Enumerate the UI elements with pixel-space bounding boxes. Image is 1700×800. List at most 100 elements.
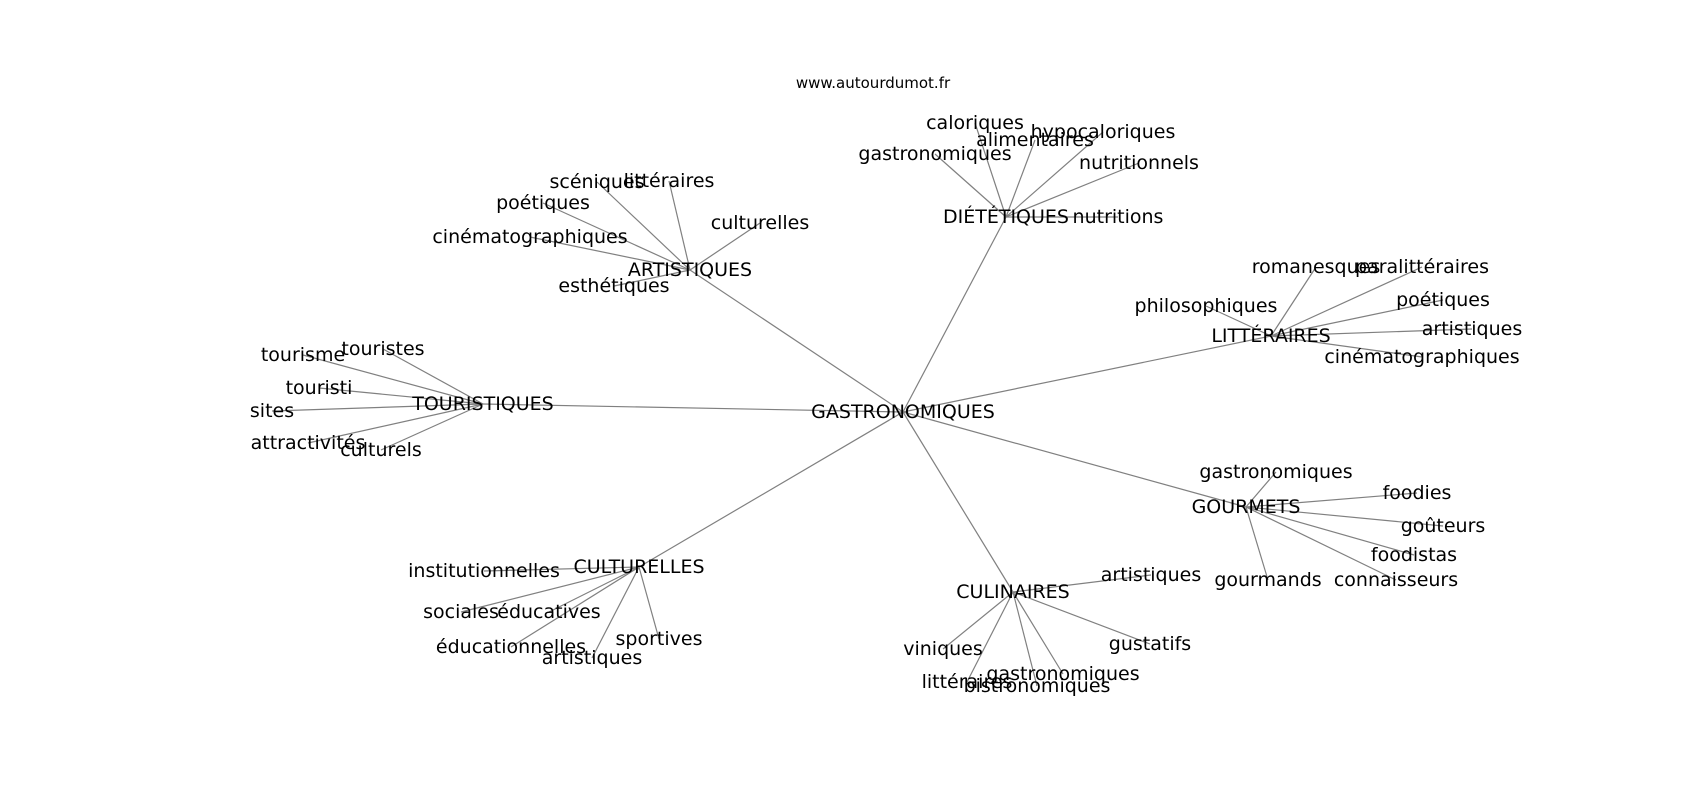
leaf-node-label: sociales xyxy=(423,601,499,623)
edge-hub-to-leaf xyxy=(460,566,640,613)
leaf-node-label: foodies xyxy=(1383,482,1452,504)
edge-hub-to-leaf xyxy=(668,180,691,271)
edge-hub-to-leaf xyxy=(1012,591,1064,675)
leaf-node-label: touristi xyxy=(286,377,353,399)
edge-hub-to-leaf xyxy=(271,403,484,412)
hub-node-label: LITTÉRAIRES xyxy=(1211,324,1330,347)
hub-node-label: CULINAIRES xyxy=(956,581,1069,603)
leaf-node-label: viniques xyxy=(903,638,983,660)
edge-hub-to-leaf xyxy=(483,566,640,572)
leaf-node-label: sites xyxy=(250,400,294,422)
leaf-node-label: paralittéraires xyxy=(1355,256,1489,278)
leaf-node-label: artistiques xyxy=(1422,318,1523,340)
edge-center-to-hub xyxy=(638,411,904,568)
edge-hub-to-leaf xyxy=(1205,305,1272,337)
edge-center-to-hub xyxy=(902,335,1272,413)
leaf-node-label: goûteurs xyxy=(1401,515,1486,537)
edge-hub-to-leaf xyxy=(1245,492,1418,508)
leaf-node-label: cinématographiques xyxy=(432,226,627,248)
edge-hub-to-leaf xyxy=(529,236,691,271)
edge-center-to-hub xyxy=(902,216,1007,413)
leaf-node-label: gastronomiques xyxy=(1199,461,1352,483)
leaf-node-label: scéniques xyxy=(549,171,644,193)
edge-hub-to-leaf xyxy=(596,181,691,271)
hub-node-label: ARTISTIQUES xyxy=(628,259,752,281)
edge-hub-to-leaf xyxy=(542,202,691,271)
leaf-node-label: cinématographiques xyxy=(1324,346,1519,368)
leaf-node-label: foodistas xyxy=(1371,544,1457,566)
edge-hub-to-leaf xyxy=(966,591,1014,683)
edge-hub-to-leaf xyxy=(1245,506,1415,556)
leaf-node-label: éducatives xyxy=(497,601,600,623)
leaf-node-label: bistronomiques xyxy=(964,675,1111,697)
edge-hub-to-leaf xyxy=(1005,162,1140,218)
edge-hub-to-leaf xyxy=(1245,471,1277,508)
leaf-node-label: culturelles xyxy=(711,212,810,234)
edge-hub-to-leaf xyxy=(1270,328,1473,337)
edge-hub-to-leaf xyxy=(689,222,761,271)
edge-hub-to-leaf xyxy=(1012,591,1151,645)
edge-hub-to-leaf xyxy=(510,566,640,648)
leaf-node-label: romanesques xyxy=(1252,256,1381,278)
leaf-node-label: gastronomiques xyxy=(986,663,1139,685)
edge-center-to-hub xyxy=(482,403,904,413)
edge-hub-to-leaf xyxy=(1270,335,1423,358)
edge-hub-to-leaf xyxy=(380,403,484,451)
edge-hub-to-leaf xyxy=(1012,591,1038,687)
leaf-node-label: éducationnelles xyxy=(436,636,586,658)
edge-hub-to-leaf xyxy=(548,566,640,613)
graph-labels: GASTRONOMIQUES DIÉTÉTIQUEScaloriquesalim… xyxy=(250,112,1522,697)
graph-edges xyxy=(271,122,1473,687)
edge-hub-to-leaf xyxy=(1012,574,1152,593)
edge-hub-to-leaf xyxy=(318,387,484,405)
leaf-node-label: touristes xyxy=(341,338,424,360)
hub-node-label: CULTURELLES xyxy=(573,556,704,578)
leaf-node-label: sportives xyxy=(616,628,703,650)
edge-hub-to-leaf xyxy=(934,153,1007,218)
edge-hub-to-leaf xyxy=(1270,266,1423,337)
source-credit: www.autourdumot.fr xyxy=(796,74,951,92)
edge-hub-to-leaf xyxy=(1245,506,1269,581)
edge-hub-to-leaf xyxy=(1005,139,1036,218)
hub-node-label: TOURISTIQUES xyxy=(411,393,553,415)
edge-hub-to-leaf xyxy=(1245,506,1397,581)
leaf-node-label: nutritionnels xyxy=(1079,152,1199,174)
edge-hub-to-leaf xyxy=(591,566,640,659)
leaf-node-label: gustatifs xyxy=(1109,633,1191,655)
leaf-node-label: nutritions xyxy=(1073,206,1164,228)
leaf-node-label: gastronomiques xyxy=(858,143,1011,165)
leaf-node-label: esthétiques xyxy=(558,275,669,297)
leaf-node-label: poétiques xyxy=(1396,289,1490,311)
edge-hub-to-leaf xyxy=(942,591,1014,650)
leaf-node-label: caloriques xyxy=(926,112,1024,134)
leaf-node-label: culturels xyxy=(340,439,422,461)
leaf-node-label: littéraires xyxy=(624,170,715,192)
hub-node-label: DIÉTÉTIQUES xyxy=(943,205,1069,228)
leaf-node-label: artistiques xyxy=(1101,564,1202,586)
center-node-label: GASTRONOMIQUES xyxy=(811,401,995,423)
edge-hub-to-leaf xyxy=(1005,131,1104,218)
leaf-node-label: poétiques xyxy=(496,192,590,214)
leaf-node-label: philosophiques xyxy=(1135,295,1278,317)
leaf-node-label: artistiques xyxy=(542,647,643,669)
leaf-node-label: hypocaloriques xyxy=(1031,121,1176,143)
edge-hub-to-leaf xyxy=(974,122,1007,218)
edge-center-to-hub xyxy=(689,269,904,413)
edge-hub-to-leaf xyxy=(302,354,484,405)
leaf-node-label: connaisseurs xyxy=(1334,569,1458,591)
hub-node-label: GOURMETS xyxy=(1192,496,1301,518)
edge-hub-to-leaf xyxy=(1270,299,1444,337)
edge-center-to-hub xyxy=(902,411,1247,508)
edge-hub-to-leaf xyxy=(1245,506,1444,527)
edge-hub-to-leaf xyxy=(638,566,660,640)
leaf-node-label: gourmands xyxy=(1214,569,1321,591)
leaf-node-label: attractivités xyxy=(251,432,366,454)
leaf-node-label: tourisme xyxy=(261,344,345,366)
edge-hub-to-leaf xyxy=(307,403,484,444)
edge-hub-to-leaf xyxy=(382,348,484,405)
edge-center-to-hub xyxy=(902,411,1014,593)
edge-hub-to-leaf xyxy=(1270,266,1317,337)
leaf-node-label: institutionnelles xyxy=(408,560,560,582)
edge-hub-to-leaf xyxy=(613,269,691,287)
